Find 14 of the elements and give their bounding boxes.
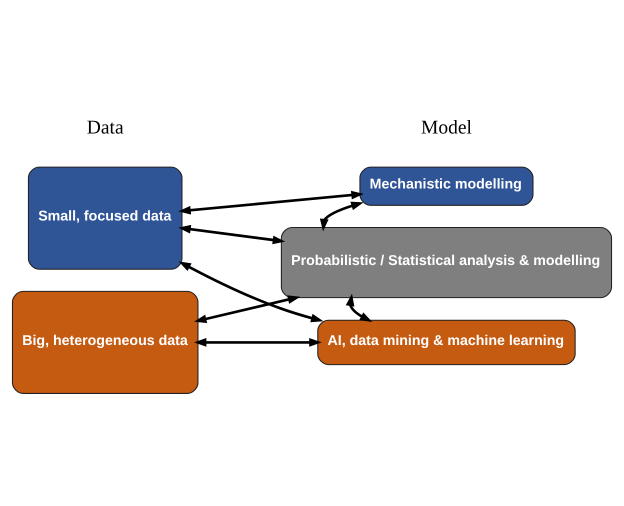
node-box: AI, data mining & machine learning [317, 320, 576, 366]
node-box: Probabilistic / Statistical analysis & modelling [280, 226, 612, 298]
arrow [194, 338, 322, 347]
label: Model [420, 117, 472, 138]
arrow [346, 294, 372, 322]
arrow [194, 295, 300, 324]
arrow [320, 202, 364, 232]
label: Data [86, 117, 124, 138]
node-box: Small, focused data [28, 166, 183, 270]
node-box: Mechanistic modelling [359, 166, 534, 206]
arrow [178, 224, 286, 244]
node-box: Big, heterogeneous data [12, 290, 198, 394]
arrow [178, 190, 364, 215]
arrow [178, 261, 324, 322]
